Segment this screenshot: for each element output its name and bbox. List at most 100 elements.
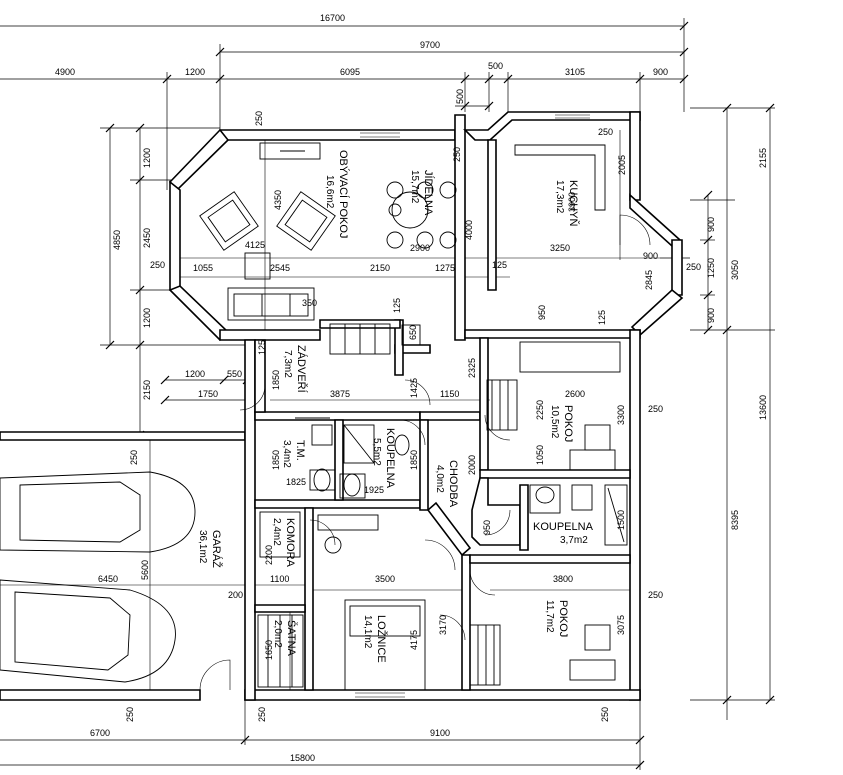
dim-125c: 125 <box>392 298 402 313</box>
dim-350: 350 <box>302 298 317 308</box>
dim-3875: 3875 <box>330 389 350 399</box>
dim-2200: 2200 <box>264 545 274 565</box>
dim-3250: 3250 <box>550 243 570 253</box>
dim-2250: 2250 <box>535 400 545 420</box>
room-area: 36,1m2 <box>197 530 208 564</box>
room-name: GARÁŽ <box>210 530 223 568</box>
dim-125a: 125 <box>492 260 507 270</box>
room-zadveri: ZÁDVEŘÍ 7,3m2 <box>282 345 308 394</box>
room-pokoj-1: POKOJ 10,5m2 <box>549 405 574 442</box>
dim-top-3105: 3105 <box>565 67 585 77</box>
room-area: 7,3m2 <box>282 350 293 378</box>
dim-1650: 1650 <box>264 640 274 660</box>
dim-2005: 2005 <box>617 155 627 175</box>
room-name: KOMORA <box>284 518 296 568</box>
room-satna: ŠATNA 2,0m2 <box>272 620 298 657</box>
dim-top-1200: 1200 <box>185 67 205 77</box>
room-name: OBÝVACÍ POKOJ <box>337 150 350 238</box>
room-area: 5,5m2 <box>371 438 382 466</box>
room-koupelna-1: KOUPELNA 5,5m2 <box>371 428 396 489</box>
dim-right-2155: 2155 <box>758 148 768 168</box>
dim-950b: 950 <box>482 520 492 535</box>
dim-3500: 3500 <box>375 574 395 584</box>
room-name: POKOJ <box>562 405 574 442</box>
room-koupelna-2: KOUPELNA 3,7m2 <box>533 521 594 546</box>
dim-right-13600: 13600 <box>758 395 768 420</box>
room-name: POKOJ <box>557 600 569 637</box>
room-kuchyn: KUCHYŇ 17,3m2 <box>554 180 580 227</box>
dimension-labels: 16700 9700 4900 1200 6095 500 3105 900 5… <box>55 13 768 763</box>
dim-top-500a: 500 <box>488 61 503 71</box>
dim-1925: 1925 <box>364 485 384 495</box>
dim-3075: 3075 <box>616 615 626 635</box>
dim-right-3050: 3050 <box>730 260 740 280</box>
dim-top-total: 16700 <box>320 13 345 23</box>
dim-1750: 1750 <box>198 389 218 399</box>
dim-650: 650 <box>408 325 418 340</box>
room-chodba: CHODBA 4,0m2 <box>434 460 459 508</box>
dim-top-6095: 6095 <box>340 67 360 77</box>
dim-250c: 250 <box>598 127 613 137</box>
room-name: KOUPELNA <box>533 521 594 533</box>
dim-bottom-15800: 15800 <box>290 753 315 763</box>
dim-125d: 125 <box>257 340 267 355</box>
room-pokoj-2: POKOJ 11,7m2 <box>544 600 569 637</box>
dim-2900: 2900 <box>410 243 430 253</box>
dim-4350: 4350 <box>273 190 283 210</box>
dim-top-9700: 9700 <box>420 40 440 50</box>
room-tm: T.M. 3,4m2 <box>281 440 306 468</box>
dim-900: 900 <box>643 251 658 261</box>
dim-left-2150: 2150 <box>142 380 152 400</box>
dim-125b: 125 <box>597 310 607 325</box>
room-area: 14,1m2 <box>362 615 373 649</box>
dim-3800: 3800 <box>553 574 573 584</box>
dim-left-250: 250 <box>150 260 165 270</box>
dim-4175: 4175 <box>409 630 419 650</box>
room-name: ZÁDVEŘÍ <box>295 345 308 394</box>
room-jidelna: JÍDELNA 15,7m2 <box>409 170 435 216</box>
dim-250a: 250 <box>254 111 264 126</box>
dim-5600: 5600 <box>140 560 150 580</box>
room-area: 2,0m2 <box>272 620 283 648</box>
room-garaz: GARÁŽ 36,1m2 <box>197 530 223 568</box>
dim-1850a: 1850 <box>271 370 281 390</box>
dim-2000: 2000 <box>467 455 477 475</box>
dim-left-1200a: 1200 <box>142 148 152 168</box>
dim-3300: 3300 <box>616 405 626 425</box>
room-name: KOUPELNA <box>384 428 396 489</box>
dim-2545: 2545 <box>270 263 290 273</box>
dim-right-900a: 900 <box>706 217 716 232</box>
dim-250d: 250 <box>686 262 701 272</box>
dim-top-4900: 4900 <box>55 67 75 77</box>
room-area: 16,6m2 <box>324 175 335 209</box>
room-area: 11,7m2 <box>544 600 555 633</box>
dim-left-4850: 4850 <box>112 230 122 250</box>
dim-bottom-9100: 9100 <box>430 728 450 738</box>
room-name: CHODBA <box>447 460 459 508</box>
dim-top-900: 900 <box>653 67 668 77</box>
dim-4000: 4000 <box>464 220 474 240</box>
room-area: 4,0m2 <box>434 465 445 493</box>
dim-3170: 3170 <box>438 615 448 635</box>
dim-1150: 1150 <box>440 389 459 399</box>
dim-1500: 1500 <box>616 510 626 530</box>
dim-bottom-6700: 6700 <box>90 728 110 738</box>
dim-550: 550 <box>227 369 242 379</box>
walls <box>0 111 684 701</box>
room-komora: KOMORA 2,4m2 <box>271 518 296 568</box>
dim-1100: 1100 <box>270 574 289 584</box>
dim-6450: 6450 <box>98 574 118 584</box>
dim-top-500b: 500 <box>455 89 465 104</box>
room-area: 3,7m2 <box>560 535 588 546</box>
room-area: 2,4m2 <box>271 518 282 546</box>
room-name: T.M. <box>294 440 306 461</box>
room-obyvaci-pokoj: OBÝVACÍ POKOJ 16,6m2 <box>324 150 350 238</box>
dim-1850b: 1850 <box>271 450 281 470</box>
dim-bottom-250b: 250 <box>257 707 267 722</box>
dim-1425: 1425 <box>409 378 419 398</box>
dim-200: 200 <box>228 590 243 600</box>
dim-1050: 1050 <box>535 445 545 465</box>
dim-2150: 2150 <box>370 263 390 273</box>
dim-left-1200b: 1200 <box>142 308 152 328</box>
